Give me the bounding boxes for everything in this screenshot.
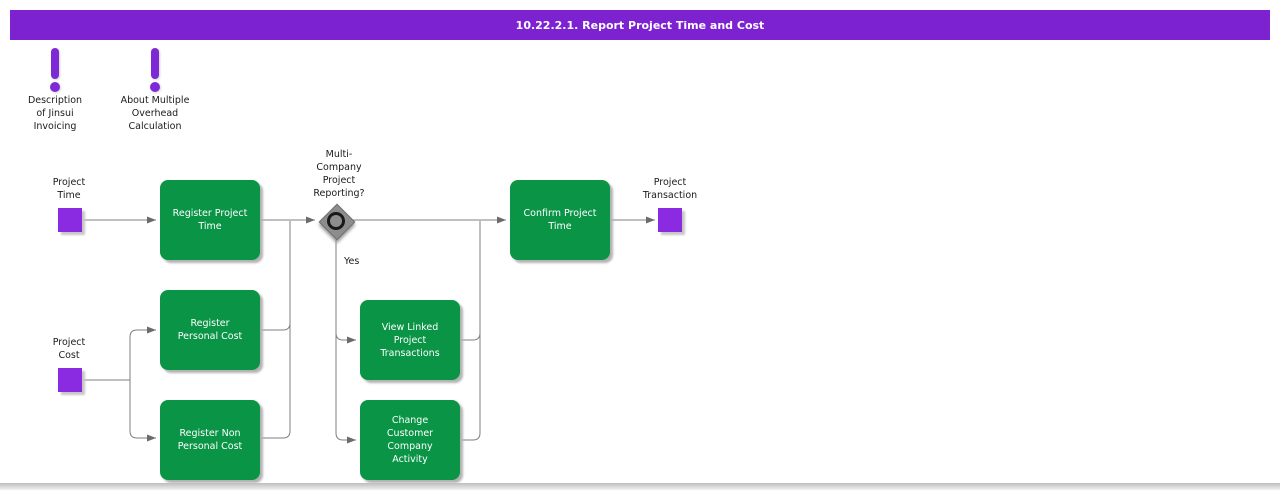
exclamation-icon-dot <box>50 82 60 92</box>
artifact-project-time[interactable] <box>58 208 82 232</box>
connector-personal-cost-merge <box>260 221 291 331</box>
artifact-label-project-cost: Project Cost <box>52 337 86 361</box>
task-change-customer-company-activity[interactable]: Change Customer Company Activity <box>360 400 460 480</box>
decision-label-multi-company-project-reporting: Multi- Company Project Reporting? <box>313 149 365 199</box>
connector-view-linked-merge <box>460 221 481 341</box>
connector-yes-branch-to-view-linked <box>335 332 356 344</box>
task-view-linked-project-transactions[interactable]: View Linked Project Transactions <box>360 300 460 380</box>
task-confirm-project-time[interactable]: Confirm Project Time <box>510 180 610 260</box>
decision-yes-branch-label: Yes <box>344 256 360 267</box>
task-register-non-personal-cost[interactable]: Register Non Personal Cost <box>160 400 260 480</box>
task-register-personal-cost[interactable]: Register Personal Cost <box>160 290 260 370</box>
connector-non-personal-cost-merge <box>260 221 291 439</box>
note-about-multiple-overhead-calculation[interactable]: About Multiple Overhead Calculation <box>120 95 190 132</box>
bottom-shadow <box>0 483 1280 490</box>
connector-change-customer-merge <box>460 221 481 441</box>
task-register-project-time[interactable]: Register Project Time <box>160 180 260 260</box>
artifact-project-cost[interactable] <box>58 368 82 392</box>
artifact-label-project-transaction: Project Transaction <box>642 177 698 201</box>
diagram-title-bar: 10.22.2.1. Report Project Time and Cost <box>10 10 1270 40</box>
artifact-project-transaction[interactable] <box>658 208 682 232</box>
note-description-of-jinsui-invoicing[interactable]: Description of Jinsui Invoicing <box>27 95 83 132</box>
artifact-label-project-time: Project Time <box>52 177 86 201</box>
exclamation-icon[interactable] <box>151 48 159 79</box>
connector-split-to-personal-cost <box>129 326 156 380</box>
diagram-title: 10.22.2.1. Report Project Time and Cost <box>515 18 765 32</box>
connector-split-to-non-personal-cost <box>129 380 156 442</box>
exclamation-icon-dot <box>150 82 160 92</box>
decision-gateway-circle-icon <box>327 212 345 230</box>
connector-yes-branch-vertical <box>335 238 356 444</box>
exclamation-icon[interactable] <box>51 48 59 79</box>
